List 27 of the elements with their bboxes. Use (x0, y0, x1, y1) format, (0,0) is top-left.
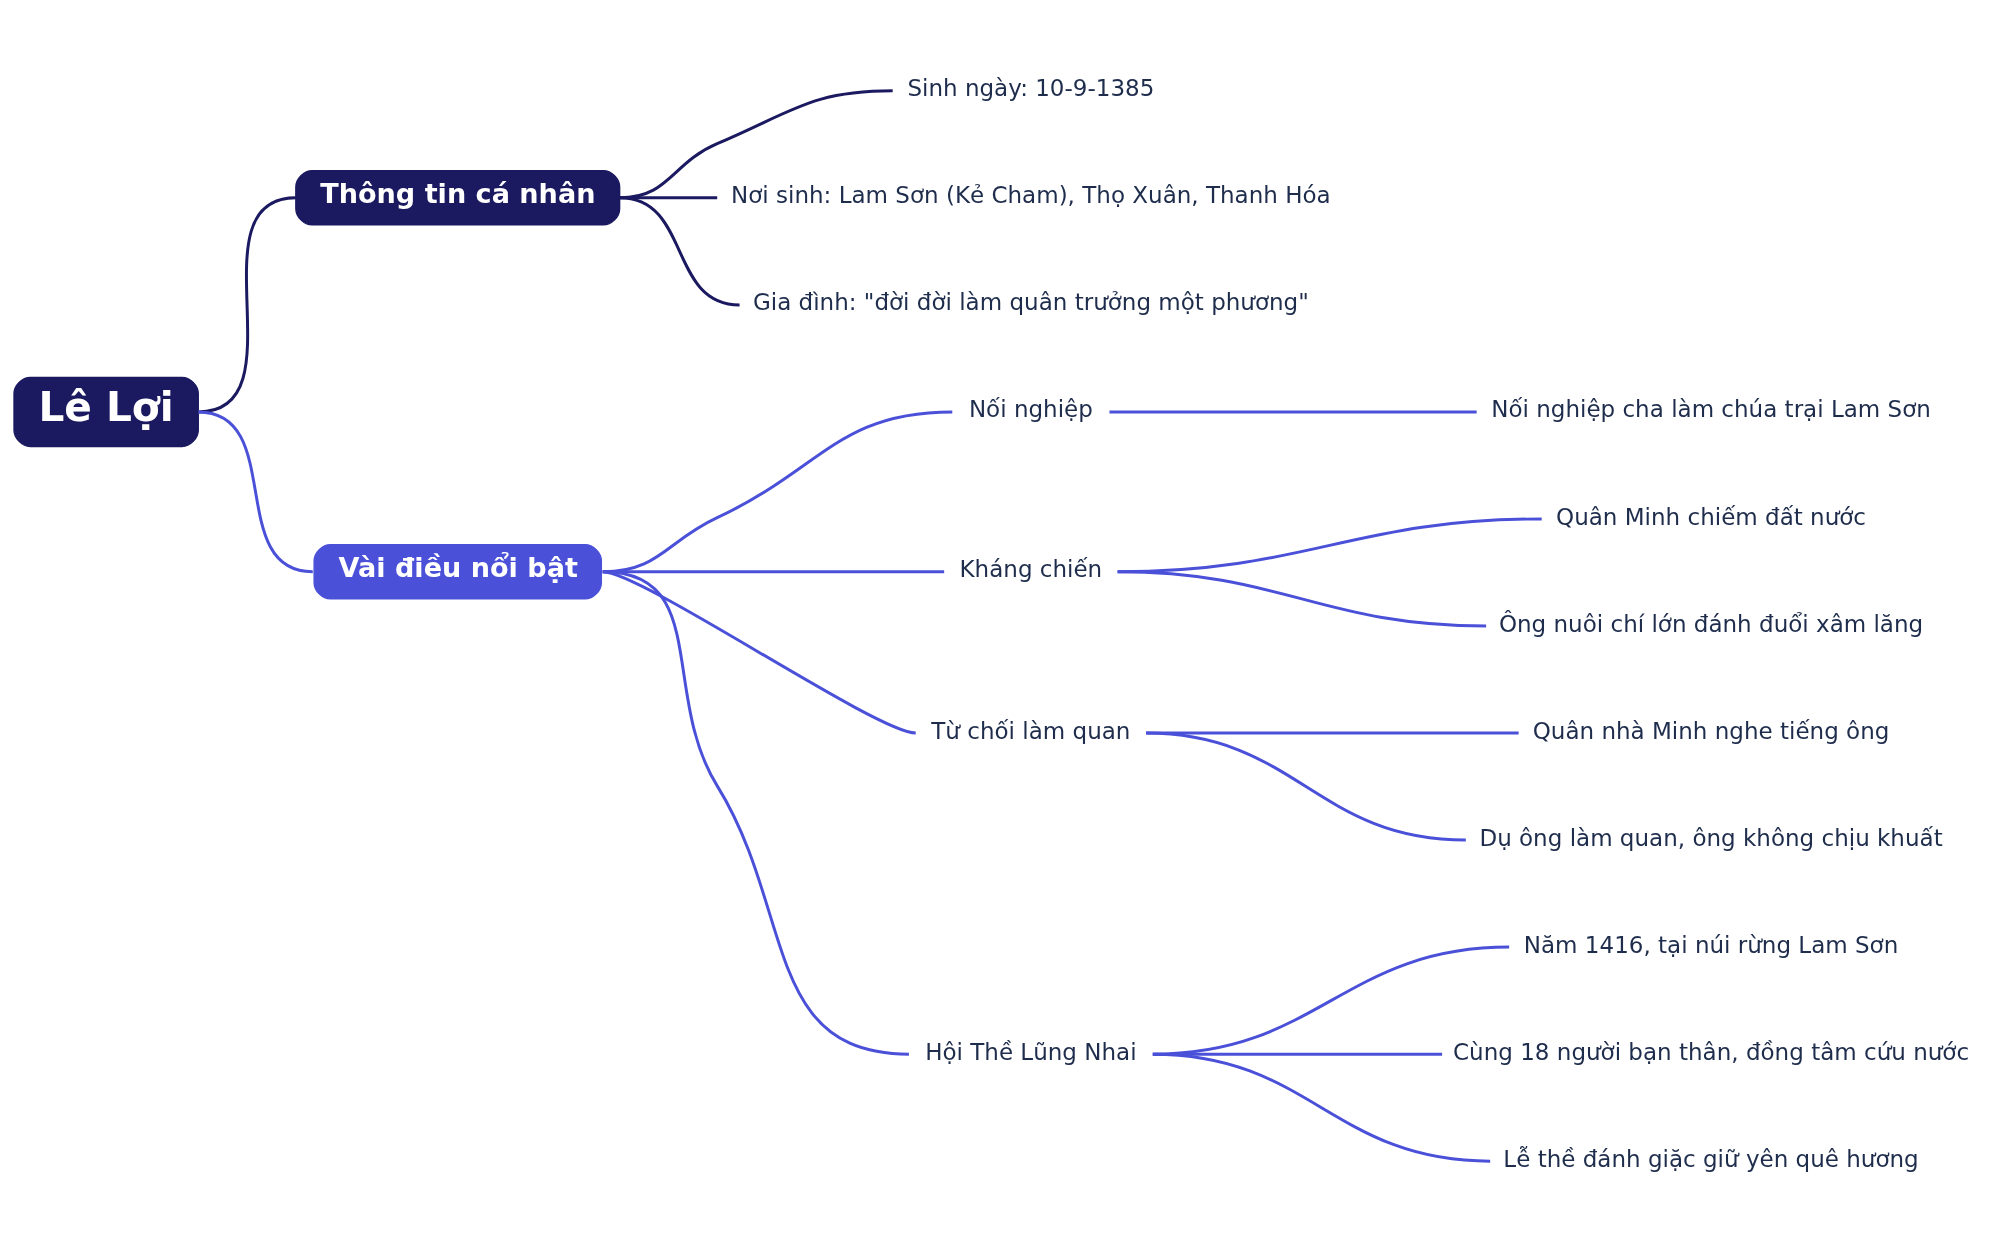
node-text: Nối nghiệp cha làm chúa trại Lam Sơn (1491, 396, 1931, 423)
connector (602, 570, 910, 1056)
connector (198, 410, 313, 574)
connector (619, 196, 740, 307)
node-text: Dụ ông làm quan, ông không chịu khuất (1479, 824, 1943, 851)
node-text: Sinh ngày: 10-9-1385 (907, 75, 1155, 102)
node-box: Lê Lợi (13, 376, 199, 448)
node-text: Nối nghiệp (968, 396, 1093, 423)
node-text: Lễ thề đánh giặc giữ yên quê hương (1503, 1145, 1919, 1172)
node-text: Ông nuôi chí lớn đánh đuổi xâm lăng (1498, 610, 1924, 637)
node-text: Quân Minh chiếm đất nước (1556, 503, 1867, 530)
node-text: Gia đình: "đời đời làm quân trưởng một phương" (752, 289, 1309, 316)
node-text: Từ chối làm quan (931, 717, 1131, 744)
connector (1152, 1052, 1491, 1163)
connector (1145, 731, 1466, 842)
connector (198, 196, 297, 414)
node-text: Cùng 18 người bạn thân, đồng tâm cứu nước (1453, 1038, 1970, 1065)
node-box: Thông tin cá nhân (295, 170, 621, 226)
node-text: Kháng chiến (959, 556, 1103, 583)
node-text: Hội Thề Lũng Nhai (925, 1038, 1137, 1065)
node-text: Nơi sinh: Lam Sơn (Kẻ Cham), Thọ Xuân, Thanh Hóa (731, 182, 1331, 209)
connector (1117, 570, 1487, 628)
connector (602, 570, 917, 735)
connector (1109, 410, 1477, 414)
node-text: Quân nhà Minh nghe tiếng ông (1532, 717, 1890, 744)
node-box: Vài điều nổi bật (313, 544, 603, 600)
node-text: Năm 1416, tại núi rừng Lam Sơn (1523, 931, 1899, 958)
